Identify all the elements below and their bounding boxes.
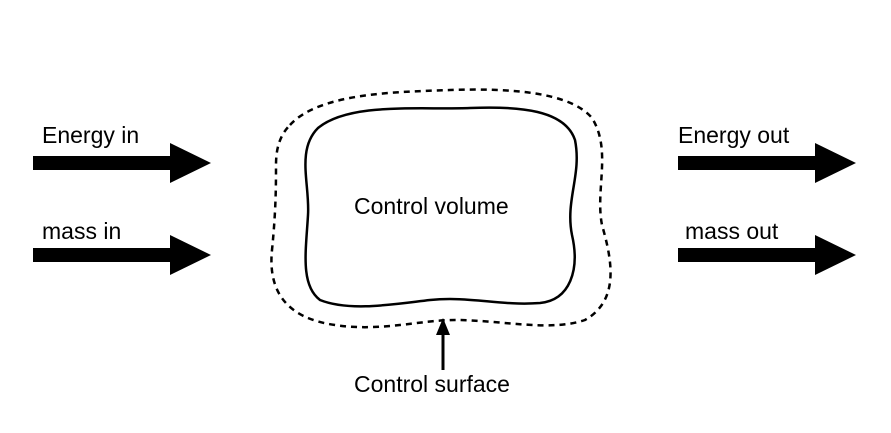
energy-in-arrow [33, 143, 211, 183]
control-surface-boundary [270, 88, 612, 329]
control-volume-label: Control volume [354, 193, 509, 219]
energy-out-label: Energy out [678, 122, 790, 148]
energy-in-label: Energy in [42, 122, 140, 148]
control-surface-pointer-arrow [436, 318, 450, 370]
mass-out-label: mass out [685, 218, 779, 244]
mass-in-label: mass in [42, 218, 122, 244]
control-surface-label: Control surface [354, 371, 510, 397]
control-volume-boundary [304, 106, 578, 308]
mass-in-arrow [33, 235, 211, 275]
mass-out-arrow [678, 235, 856, 275]
energy-out-arrow [678, 143, 856, 183]
